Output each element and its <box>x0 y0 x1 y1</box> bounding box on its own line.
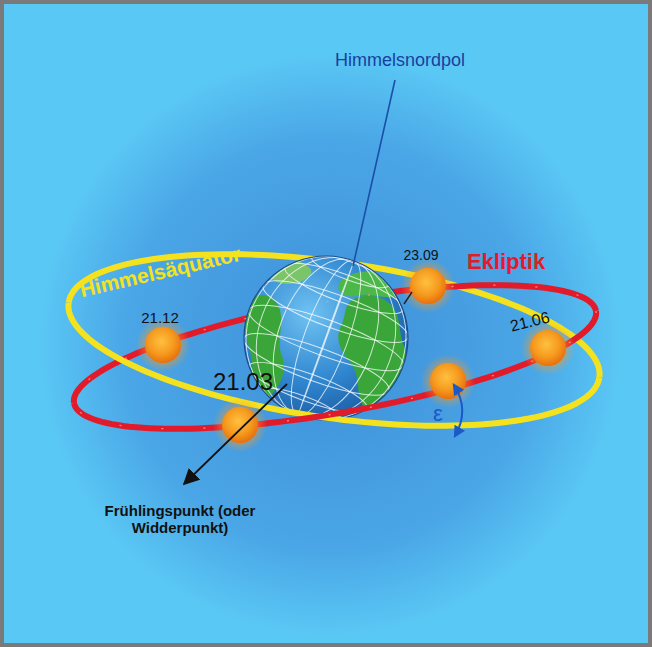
date-label: 23.09 <box>403 247 438 263</box>
sun-disc <box>222 407 258 443</box>
orbits-front <box>68 285 599 429</box>
sky-background <box>4 4 648 643</box>
asia <box>396 269 416 294</box>
celestial-sphere <box>38 53 622 637</box>
sun-marker <box>401 259 455 313</box>
date-label: 21.12 <box>141 309 179 326</box>
sun-marker <box>213 398 267 452</box>
axis-tick <box>404 292 412 304</box>
equator-label: Himmelsäquator <box>77 242 243 303</box>
suns-back <box>401 259 455 313</box>
vernal-point-arrow <box>184 384 287 484</box>
ecliptic-label: Ekliptik <box>467 249 545 274</box>
date-label: 21.06 <box>508 308 551 336</box>
sun-marker <box>421 354 475 408</box>
pole-leader-line <box>353 80 395 266</box>
meridian-line <box>278 254 375 423</box>
sun-glow <box>213 398 267 452</box>
sun-disc <box>145 327 181 363</box>
sun-disc <box>530 330 566 366</box>
obliquity-symbol: ε <box>433 401 443 426</box>
vernal-point-label: Frühlingspunkt (oder Widderpunkt) <box>75 502 285 537</box>
greenland <box>262 259 311 284</box>
suns-front <box>136 318 575 452</box>
earth-outline <box>244 256 408 420</box>
sun-glow <box>401 259 455 313</box>
sun-disc <box>410 268 446 304</box>
obliquity-angle-arc <box>454 385 462 436</box>
meridian-line <box>297 261 354 415</box>
pole-label: Himmelsnordpol <box>335 50 465 71</box>
sun-disc <box>430 363 466 399</box>
date-label: 21.03 <box>213 368 273 396</box>
ecliptic-marks <box>74 285 596 429</box>
sun-glow <box>421 354 475 408</box>
